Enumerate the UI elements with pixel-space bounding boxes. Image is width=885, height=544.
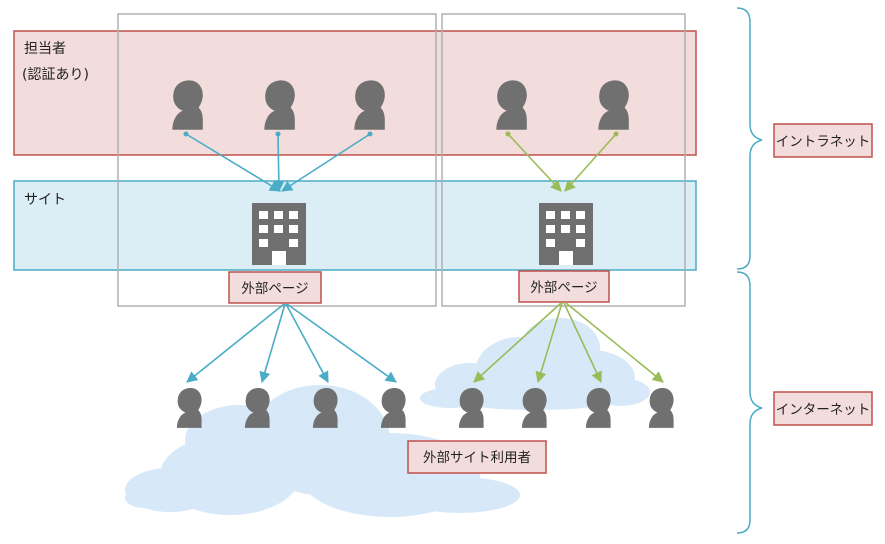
intranet-label-box: イントラネット <box>773 123 873 158</box>
arrow-page-to-users-left <box>186 303 397 384</box>
site-group-left <box>117 13 437 307</box>
external-users-box: 外部サイト利用者 <box>407 440 547 474</box>
internet-label-box: インターネット <box>773 391 873 426</box>
site-group-right <box>441 13 686 307</box>
person-icon <box>264 80 295 130</box>
person-icon <box>598 80 629 130</box>
staff-zone <box>13 30 697 156</box>
staff-zone-label-1: 担当者 <box>24 41 66 57</box>
cloud-icon <box>125 385 520 517</box>
person-icon <box>172 80 203 130</box>
external-page-box-right: 外部ページ <box>518 270 610 303</box>
building-icon <box>252 203 306 265</box>
svg-text:外部ページ: 外部ページ <box>530 280 597 296</box>
staff-zone-label-2: (認証あり) <box>22 67 89 83</box>
arrow-page-to-users-right <box>473 302 664 384</box>
person-icon <box>380 387 406 428</box>
brace-icon <box>736 271 763 534</box>
svg-text:イントラネット: イントラネット <box>776 134 871 150</box>
building-icon <box>539 203 593 265</box>
arrow-staff-to-site-left <box>183 131 373 193</box>
arrow-staff-to-site-right <box>505 131 619 192</box>
brace-icon <box>736 7 763 270</box>
svg-text:外部サイト利用者: 外部サイト利用者 <box>423 450 531 466</box>
person-icon <box>585 387 611 428</box>
person-icon <box>496 80 527 130</box>
person-icon <box>354 80 385 130</box>
svg-text:インターネット: インターネット <box>776 402 871 418</box>
site-zone-label: サイト <box>24 192 66 208</box>
svg-text:外部ページ: 外部ページ <box>241 281 308 297</box>
person-icon <box>648 387 674 428</box>
external-page-box-left: 外部ページ <box>228 271 322 304</box>
person-icon <box>458 387 484 428</box>
person-icon <box>176 387 202 428</box>
person-icon <box>312 387 338 428</box>
site-zone <box>13 180 697 271</box>
person-icon <box>244 387 270 428</box>
person-icon <box>521 387 547 428</box>
